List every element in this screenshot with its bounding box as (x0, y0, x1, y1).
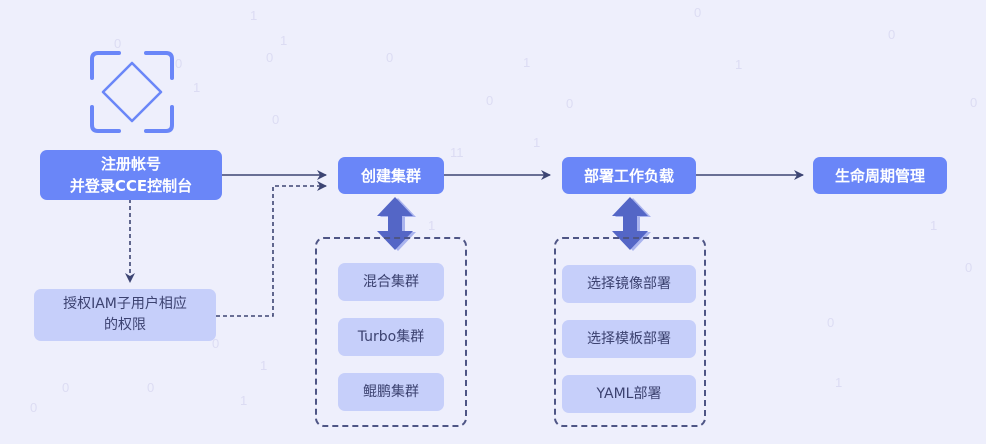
background-digit: 1 (735, 57, 743, 72)
background-digit: 11 (450, 145, 464, 160)
cluster-type-label: Turbo集群 (357, 328, 425, 345)
step-authorize-line2: 的权限 (104, 317, 146, 333)
background-digit: 1 (280, 33, 288, 48)
deploy-methods-group (554, 237, 706, 427)
background-digit: 1 (428, 218, 436, 233)
background-digit: 0 (266, 50, 274, 65)
step-lifecycle-label: 生命周期管理 (834, 166, 925, 185)
arrow-authorize-to-create (216, 181, 327, 317)
step-create-cluster[interactable]: 创建集群 (338, 157, 444, 194)
background-digit: 0 (965, 260, 973, 275)
background-digit: 1 (523, 55, 531, 70)
step-register-line1: 注册帐号 (100, 155, 161, 173)
background-digit: 1 (260, 358, 268, 373)
background-digit: 0 (114, 36, 122, 51)
step-register-line2: 并登录CCE控制台 (69, 177, 193, 195)
scan-diamond-icon (90, 51, 174, 133)
step-authorize-iam[interactable]: 授权IAM子用户相应 的权限 (34, 289, 216, 341)
deploy-method-item[interactable]: YAML部署 (562, 375, 696, 413)
background-digit: 1 (930, 218, 938, 233)
background-digit: 0 (386, 50, 394, 65)
deploy-method-label: 选择模板部署 (587, 330, 671, 347)
background-digit: 0 (486, 93, 494, 108)
deploy-method-item[interactable]: 选择镜像部署 (562, 265, 696, 303)
background-digit: 0 (694, 5, 702, 20)
cluster-types-group (315, 237, 467, 427)
background-digit: 0 (30, 400, 38, 415)
background-digit: 0 (888, 27, 896, 42)
deploy-method-label: YAML部署 (596, 385, 662, 402)
background-digit: 1 (835, 375, 843, 390)
background-digit: 0 (970, 95, 978, 110)
cluster-type-label: 混合集群 (363, 273, 419, 290)
background-digit: 0 (566, 96, 574, 111)
cluster-type-item[interactable]: 混合集群 (338, 263, 444, 301)
background-digit: 1 (193, 80, 201, 95)
background-digit: 0 (62, 380, 70, 395)
background-digit: 1 (240, 393, 248, 408)
cluster-type-item[interactable]: 鲲鹏集群 (338, 373, 444, 411)
background-digit: 0 (147, 380, 155, 395)
background-digit: 0 (212, 336, 220, 351)
step-deploy-workload[interactable]: 部署工作负载 (562, 157, 696, 194)
step-lifecycle[interactable]: 生命周期管理 (813, 157, 947, 194)
background-digit: 0 (175, 56, 183, 71)
step-register-login[interactable]: 注册帐号 并登录CCE控制台 (40, 150, 222, 200)
step-deploy-workload-label: 部署工作负载 (583, 166, 674, 185)
deploy-method-item[interactable]: 选择模板部署 (562, 320, 696, 358)
cluster-type-label: 鲲鹏集群 (363, 383, 419, 400)
background-digit: 0 (827, 315, 835, 330)
step-create-cluster-label: 创建集群 (360, 166, 421, 185)
background-digit: 1 (250, 8, 258, 23)
background-digit: 1 (533, 135, 541, 150)
background-digit: 0 (272, 112, 280, 127)
step-authorize-line1: 授权IAM子用户相应 (63, 296, 187, 312)
cluster-type-item[interactable]: Turbo集群 (338, 318, 444, 356)
deploy-method-label: 选择镜像部署 (587, 275, 671, 292)
